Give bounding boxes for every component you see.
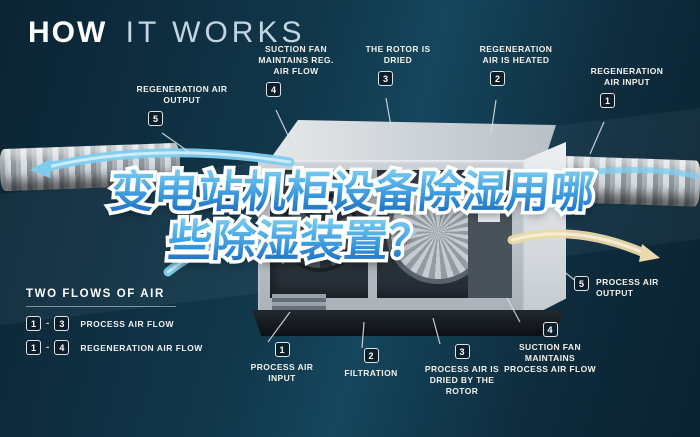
title-how: HOW (28, 16, 108, 49)
legend-two-flows: TWO FLOWS OF AIR 1 - 3 PROCESS AIR FLOW … (26, 288, 203, 364)
callout-label: FILTRATION (344, 368, 398, 378)
callout-label: REGENERATION AIR OUTPUT (136, 84, 228, 106)
arrowhead-right (639, 244, 660, 262)
page-title: HOW IT WORKS (28, 16, 305, 50)
callout-label: THE ROTOR IS DRIED (365, 44, 431, 66)
legend-divider (26, 306, 176, 307)
callout-regeneration-air-input: REGENERATION AIR INPUT 1 (584, 66, 670, 109)
legend-label: PROCESS AIR FLOW (80, 318, 174, 329)
step-badge-1: 1 (274, 342, 290, 357)
machine-interior (270, 170, 512, 298)
step-badge-3: 3 (378, 71, 393, 87)
step-badge-1: 1 (600, 93, 615, 109)
legend-range-dash: - (46, 342, 50, 353)
callout-process-air-dried: 3 PROCESS AIR IS DRIED BY THE ROTOR (414, 344, 510, 397)
callout-label: REGENERATION AIR IS HEATED (479, 44, 553, 66)
callout-process-air-output: 5 PROCESS AIR OUTPUT (574, 276, 680, 299)
heater-panel-illustration (468, 170, 512, 298)
step-badge-2: 2 (490, 71, 505, 87)
legend-row-process-flow: 1 - 3 PROCESS AIR FLOW (26, 316, 203, 331)
callout-label: REGENERATION AIR INPUT (590, 66, 664, 88)
callout-label: PROCESS AIR IS DRIED BY THE ROTOR (424, 364, 500, 397)
callout-suction-fan-process: 4 SUCTION FAN MAINTAINS PROCESS AIR FLOW (502, 322, 598, 375)
step-badge-5: 5 (574, 276, 589, 291)
title-it-works: IT WORKS (125, 16, 306, 49)
suction-fan-illustration (280, 192, 360, 272)
callout-filtration: 2 FILTRATION (336, 348, 406, 379)
callout-process-air-input: 1 PROCESS AIR INPUT (238, 342, 326, 384)
machine-front-face (258, 160, 524, 320)
callout-regeneration-air-heated: REGENERATION AIR IS HEATED 2 (474, 44, 558, 87)
legend-heading: TWO FLOWS OF AIR (26, 288, 165, 300)
machine-divider (368, 170, 377, 298)
step-badge-4: 4 (266, 82, 281, 98)
machine-right-face (524, 142, 566, 320)
step-badge-2: 2 (363, 348, 379, 363)
legend-range-dash: - (46, 318, 50, 329)
callout-suction-fan-reg: SUCTION FAN MAINTAINS REG. AIR FLOW 4 (250, 44, 342, 98)
step-badge-3: 3 (454, 344, 470, 359)
callout-label: SUCTION FAN MAINTAINS REG. AIR FLOW (258, 44, 334, 77)
step-badge-5: 5 (148, 111, 163, 127)
callout-label: PROCESS AIR OUTPUT (596, 277, 659, 299)
legend-row-regeneration-flow: 1 - 4 REGENERATION AIR FLOW (26, 340, 203, 355)
callout-rotor-is-dried: THE ROTOR IS DRIED 3 (362, 44, 434, 87)
dehumidifier-unit-illustration (248, 102, 570, 342)
legend-badge-end: 3 (54, 316, 70, 331)
left-air-duct (0, 142, 181, 192)
callout-regeneration-air-output: REGENERATION AIR OUTPUT 5 (132, 84, 232, 127)
legend-badge-start: 1 (26, 316, 41, 331)
legend-label: REGENERATION AIR FLOW (80, 342, 203, 353)
step-badge-4: 4 (542, 322, 558, 337)
legend-badge-start: 1 (26, 340, 41, 355)
callout-label: PROCESS AIR INPUT (250, 362, 314, 384)
callout-label: SUCTION FAN MAINTAINS PROCESS AIR FLOW (503, 342, 597, 375)
machine-top-face (268, 120, 556, 162)
legend-badge-end: 4 (54, 340, 70, 355)
